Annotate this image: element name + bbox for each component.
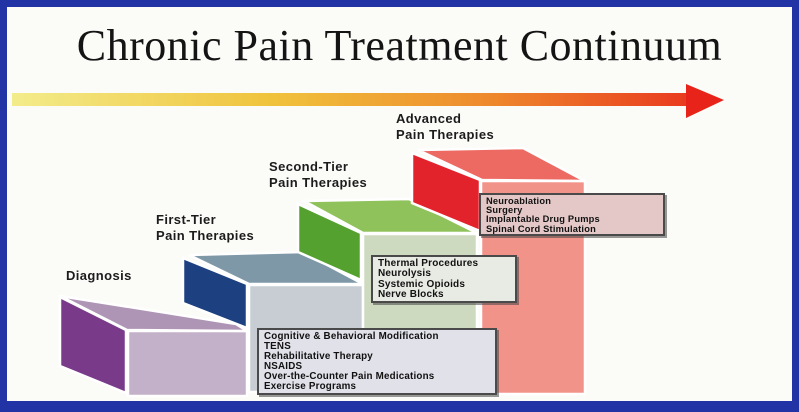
treatment-list-advanced: Neuroablation Surgery Implantable Drug P… xyxy=(479,193,665,236)
list-item: Exercise Programs xyxy=(264,380,357,392)
label-advanced-line2: Pain Therapies xyxy=(396,127,495,142)
page-title: Chronic Pain Treatment Continuum xyxy=(76,21,723,70)
label-second-tier: Second-Tier Pain Therapies xyxy=(269,159,367,191)
list-item: Over-the-Counter Pain Medications xyxy=(264,370,435,382)
list-item: Spinal Cord Stimulation xyxy=(486,223,596,234)
list-item: Surgery xyxy=(486,205,523,216)
diagnosis-front-face xyxy=(126,329,249,398)
progression-arrow xyxy=(12,84,724,118)
treatment-list-second-tier: Thermal Procedures Neurolysis Systemic O… xyxy=(371,255,517,303)
progression-arrow-body xyxy=(12,93,689,106)
first-tier-left-face xyxy=(181,256,249,330)
progression-arrow-head xyxy=(686,84,724,118)
block-diagnosis xyxy=(58,294,252,398)
list-item: Cognitive & Behavioral Modification xyxy=(264,331,439,342)
label-advanced-line1: Advanced xyxy=(396,111,462,126)
label-first-tier-line2: Pain Therapies xyxy=(156,228,255,243)
label-first-tier: First-Tier Pain Therapies xyxy=(156,212,254,244)
list-item: Implantable Drug Pumps xyxy=(486,214,600,225)
treatment-list-first-tier: Cognitive & Behavioral Modification TENS… xyxy=(257,328,497,395)
advanced-top-face xyxy=(417,146,586,183)
list-item: TENS xyxy=(264,340,291,352)
second-tier-top-face xyxy=(299,197,478,235)
list-item: Neurolysis xyxy=(378,268,432,280)
list-item: Neuroablation xyxy=(486,196,552,206)
label-second-tier-line2: Pain Therapies xyxy=(269,175,368,190)
list-item: Nerve Blocks xyxy=(378,288,444,300)
diagnosis-left-face xyxy=(58,294,128,395)
list-item: Thermal Procedures xyxy=(378,258,479,269)
list-item: Rehabilitative Therapy xyxy=(264,350,373,362)
label-diagnosis: Diagnosis xyxy=(66,268,132,284)
label-diagnosis-line1: Diagnosis xyxy=(66,268,132,283)
second-tier-left-face xyxy=(296,202,363,282)
label-advanced: Advanced Pain Therapies xyxy=(396,111,494,143)
label-second-tier-line1: Second-Tier xyxy=(269,159,349,174)
list-item: Systemic Opioids xyxy=(378,278,466,290)
label-first-tier-line1: First-Tier xyxy=(156,212,217,227)
list-item: NSAIDS xyxy=(264,360,303,372)
